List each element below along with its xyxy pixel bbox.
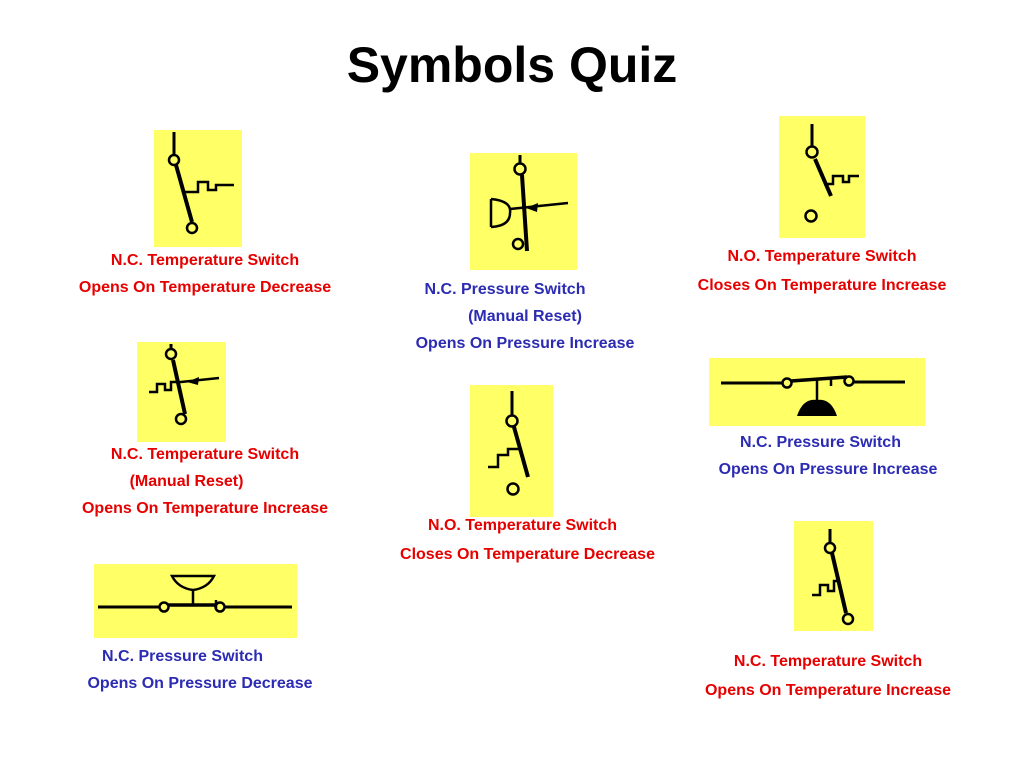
page-title: Symbols Quiz	[346, 37, 678, 93]
nc-pressure-switch-manual-reset-symbol	[470, 153, 577, 270]
symbol-label: N.C. Temperature Switch Opens On Tempera…	[78, 252, 332, 296]
nc-temperature-switch-symbol	[794, 521, 873, 631]
symbol-label: N.C. Pressure Switch (Manual Reset) Open…	[415, 281, 635, 352]
symbol-label: N.C. Pressure Switch Opens On Pressure I…	[718, 434, 938, 478]
nc-pressure-switch-symbol	[94, 564, 297, 638]
symbol-label: N.C. Pressure Switch Opens On Pressure D…	[87, 648, 313, 692]
symbol-label: N.O. Temperature Switch Closes On Temper…	[697, 248, 947, 294]
nc-temperature-switch-symbol	[154, 130, 242, 247]
no-temperature-switch-symbol	[779, 116, 865, 238]
nc-temperature-switch-manual-reset-symbol	[137, 342, 226, 442]
no-temperature-switch-symbol	[470, 385, 553, 517]
symbol-label: N.O. Temperature Switch Closes On Temper…	[400, 517, 655, 563]
nc-pressure-switch-symbol	[709, 358, 925, 426]
symbol-label: N.C. Temperature Switch Opens On Tempera…	[704, 653, 951, 699]
symbol-label: N.C. Temperature Switch (Manual Reset) O…	[81, 446, 328, 517]
